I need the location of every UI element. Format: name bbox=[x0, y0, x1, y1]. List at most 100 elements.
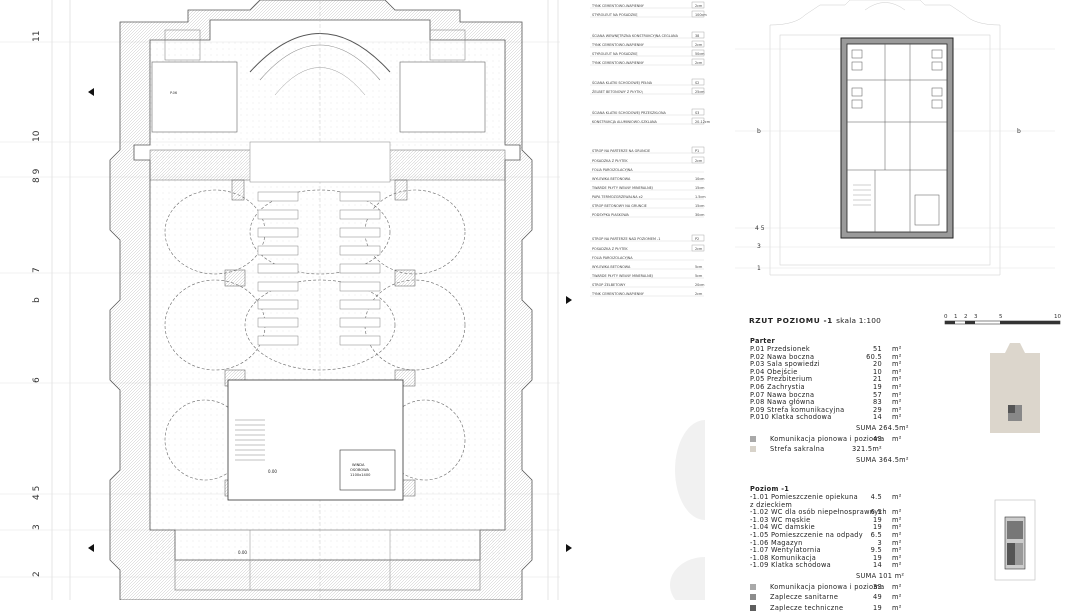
spec-row-value: 1.5cm bbox=[695, 195, 706, 199]
room-name: P.06 Zachrystia bbox=[750, 383, 805, 391]
spec-row-label: TYNK CEMENTOWO-WAPIENNY bbox=[592, 4, 644, 8]
room-area: 60.5 bbox=[866, 352, 882, 361]
room-area: 83 bbox=[873, 398, 882, 407]
room-name: P.08 Nawa główna bbox=[750, 398, 815, 407]
spec-row-value: 10cm bbox=[695, 177, 705, 181]
parter-thumbnail bbox=[990, 343, 1040, 433]
room-unit: m² bbox=[892, 390, 902, 399]
zone-area: 33 bbox=[873, 582, 882, 591]
room-unit: m² bbox=[892, 553, 902, 562]
level-minus1-plan: b b 4 5 3 1 bbox=[735, 0, 1055, 276]
zone-swatch bbox=[750, 435, 756, 442]
room-name: P.09 Strefa komunikacyjna bbox=[750, 405, 845, 414]
room-area: 14 bbox=[873, 561, 882, 570]
room-name: -1.03 WC męskie bbox=[750, 515, 811, 524]
lift-label: OSOBOWA bbox=[350, 468, 370, 472]
room-name: z dzieckiem bbox=[750, 500, 793, 509]
scale-bar-label: 10 bbox=[1054, 314, 1061, 320]
spec-row-value: 15cm bbox=[695, 204, 705, 208]
grid-label: b bbox=[32, 297, 42, 303]
zone-unit: m² bbox=[892, 593, 902, 602]
zone-swatch bbox=[750, 604, 756, 611]
spec-row-label: KONSTRUKCJA ALUMINIOWO-SZKLANA bbox=[592, 120, 657, 124]
spec-row-label: TWARDE PŁYTY WEŁNY MINERALNEJ bbox=[592, 274, 653, 278]
side-grid-label: 1 bbox=[757, 265, 761, 272]
zone-name: Zaplecze sanitarne bbox=[770, 593, 839, 602]
room-name: -1.02 WC dla osób niepełnosprawnych bbox=[750, 508, 887, 517]
room-unit: m² bbox=[892, 405, 902, 414]
grid-label: 2 bbox=[32, 571, 42, 577]
grid-label: 10 bbox=[32, 130, 42, 142]
spec-row-label: STROP ŻELBETOWY bbox=[592, 283, 626, 287]
spec-row-label: STYROLEUT NA POSADZKĘ bbox=[592, 13, 638, 17]
spec-row-value: 50cm bbox=[695, 52, 705, 56]
spec-row-value: 38 bbox=[695, 34, 700, 38]
spec-row-label: ŚCIANA KLATKI SCHODOWEJ PEŁNA bbox=[592, 81, 652, 85]
spec-row-label: TYNK CEMENTOWO-WAPIENNY bbox=[592, 292, 644, 296]
zone-area: 49 bbox=[873, 593, 882, 602]
parter-heading: Parter bbox=[750, 337, 776, 345]
spec-row-label: STROP NA PARTERZE NAD POZIOMEM -1 bbox=[592, 237, 661, 241]
room-name: P.05 Prezbiterium bbox=[750, 375, 813, 384]
level-label: 0.00 bbox=[268, 469, 277, 474]
level-minus1-thumbnail bbox=[994, 499, 1036, 581]
room-area: 4.5 bbox=[870, 493, 882, 501]
grid-label: 6 bbox=[32, 377, 42, 383]
room-name: -1.06 Magazyn bbox=[750, 538, 803, 547]
scale-bar-label: 2 bbox=[964, 314, 968, 320]
room-name: P.010 Klatka schodowa bbox=[750, 413, 832, 422]
room-area: 57 bbox=[873, 390, 882, 399]
spec-row-label: POSADZKA Z PŁYTEK bbox=[592, 247, 628, 251]
spec-row-value: 2cm bbox=[695, 247, 703, 251]
room-area: 19 bbox=[873, 523, 882, 532]
grid-label: 8 9 bbox=[32, 168, 42, 183]
room-unit: m² bbox=[892, 493, 902, 501]
room-area: 3 bbox=[877, 538, 882, 547]
area-sum: SUMA 101 m² bbox=[856, 572, 905, 580]
spec-row-label: ŚCIANA KLATKI SCHODOWEJ PRZESZKLONA bbox=[592, 111, 666, 115]
room-unit: m² bbox=[892, 413, 902, 422]
room-area: 29 bbox=[873, 405, 882, 414]
spec-row-value: 15cm bbox=[695, 186, 705, 190]
scale-bar-label: 3 bbox=[974, 314, 978, 320]
room-unit: m² bbox=[892, 508, 902, 517]
room-name: P.01 Przedsionek bbox=[750, 345, 810, 353]
level-label: 0.00 bbox=[238, 550, 247, 555]
spec-row-value: 100cm bbox=[695, 13, 707, 17]
level-minus1-heading: Poziom -1 bbox=[750, 485, 790, 493]
spec-row-value: P2 bbox=[695, 237, 700, 241]
spec-row-label: WYLEWKA BETONOWA bbox=[592, 177, 631, 181]
room-name: P.03 Sala spowiedzi bbox=[750, 360, 820, 369]
grid-axis-left: 11 10 8 9 7 b 6 4 5 3 2 bbox=[32, 31, 42, 577]
room-name: -1.01 Pomieszczenie opiekuna bbox=[750, 493, 858, 501]
grid-label: 4 5 bbox=[32, 486, 42, 500]
room-name: -1.08 Komunikacja bbox=[750, 553, 817, 562]
zone-swatch bbox=[750, 446, 756, 453]
room-unit: m² bbox=[892, 352, 902, 361]
room-tag: P.06 bbox=[170, 91, 177, 95]
zone-name: Strefa sakralna bbox=[770, 445, 825, 454]
level-plan-title: RZUT POZIOMU -1 skala 1:100 bbox=[749, 316, 881, 325]
room-area: 51 bbox=[873, 345, 882, 353]
spec-row-value: 2cm bbox=[695, 159, 703, 163]
room-unit: m² bbox=[892, 523, 902, 532]
spec-row-value: 5cm bbox=[695, 274, 703, 278]
room-area: 10 bbox=[873, 367, 882, 376]
room-area: 6.5 bbox=[870, 531, 882, 539]
spec-row-value: 2cm bbox=[695, 43, 703, 47]
spec-row-label: STYROLEUT NA POSADZKĘ bbox=[592, 52, 638, 56]
zone-name: Komunikacja pionowa i pozioma bbox=[770, 582, 885, 591]
zone-swatch bbox=[750, 594, 756, 601]
room-unit: m² bbox=[892, 383, 902, 391]
room-unit: m² bbox=[892, 546, 902, 555]
spec-row-label: ŚCIANA WEWNĘTRZNA KONSTRUKCYJNA CEGLANA bbox=[592, 34, 678, 38]
scale-bar: 0 1 2 3 5 10 bbox=[944, 314, 1061, 325]
lift-label: WINDA bbox=[352, 463, 365, 467]
room-unit: m² bbox=[892, 367, 902, 376]
room-unit: m² bbox=[892, 345, 902, 353]
spec-row-label: FOLIA PAROIZOLACYJNA bbox=[592, 256, 633, 260]
room-area: 19 bbox=[873, 383, 882, 391]
room-name: P.07 Nawa boczna bbox=[750, 390, 815, 399]
room-name: -1.09 Klatka schodowa bbox=[750, 561, 832, 570]
room-area: 21 bbox=[873, 375, 882, 384]
